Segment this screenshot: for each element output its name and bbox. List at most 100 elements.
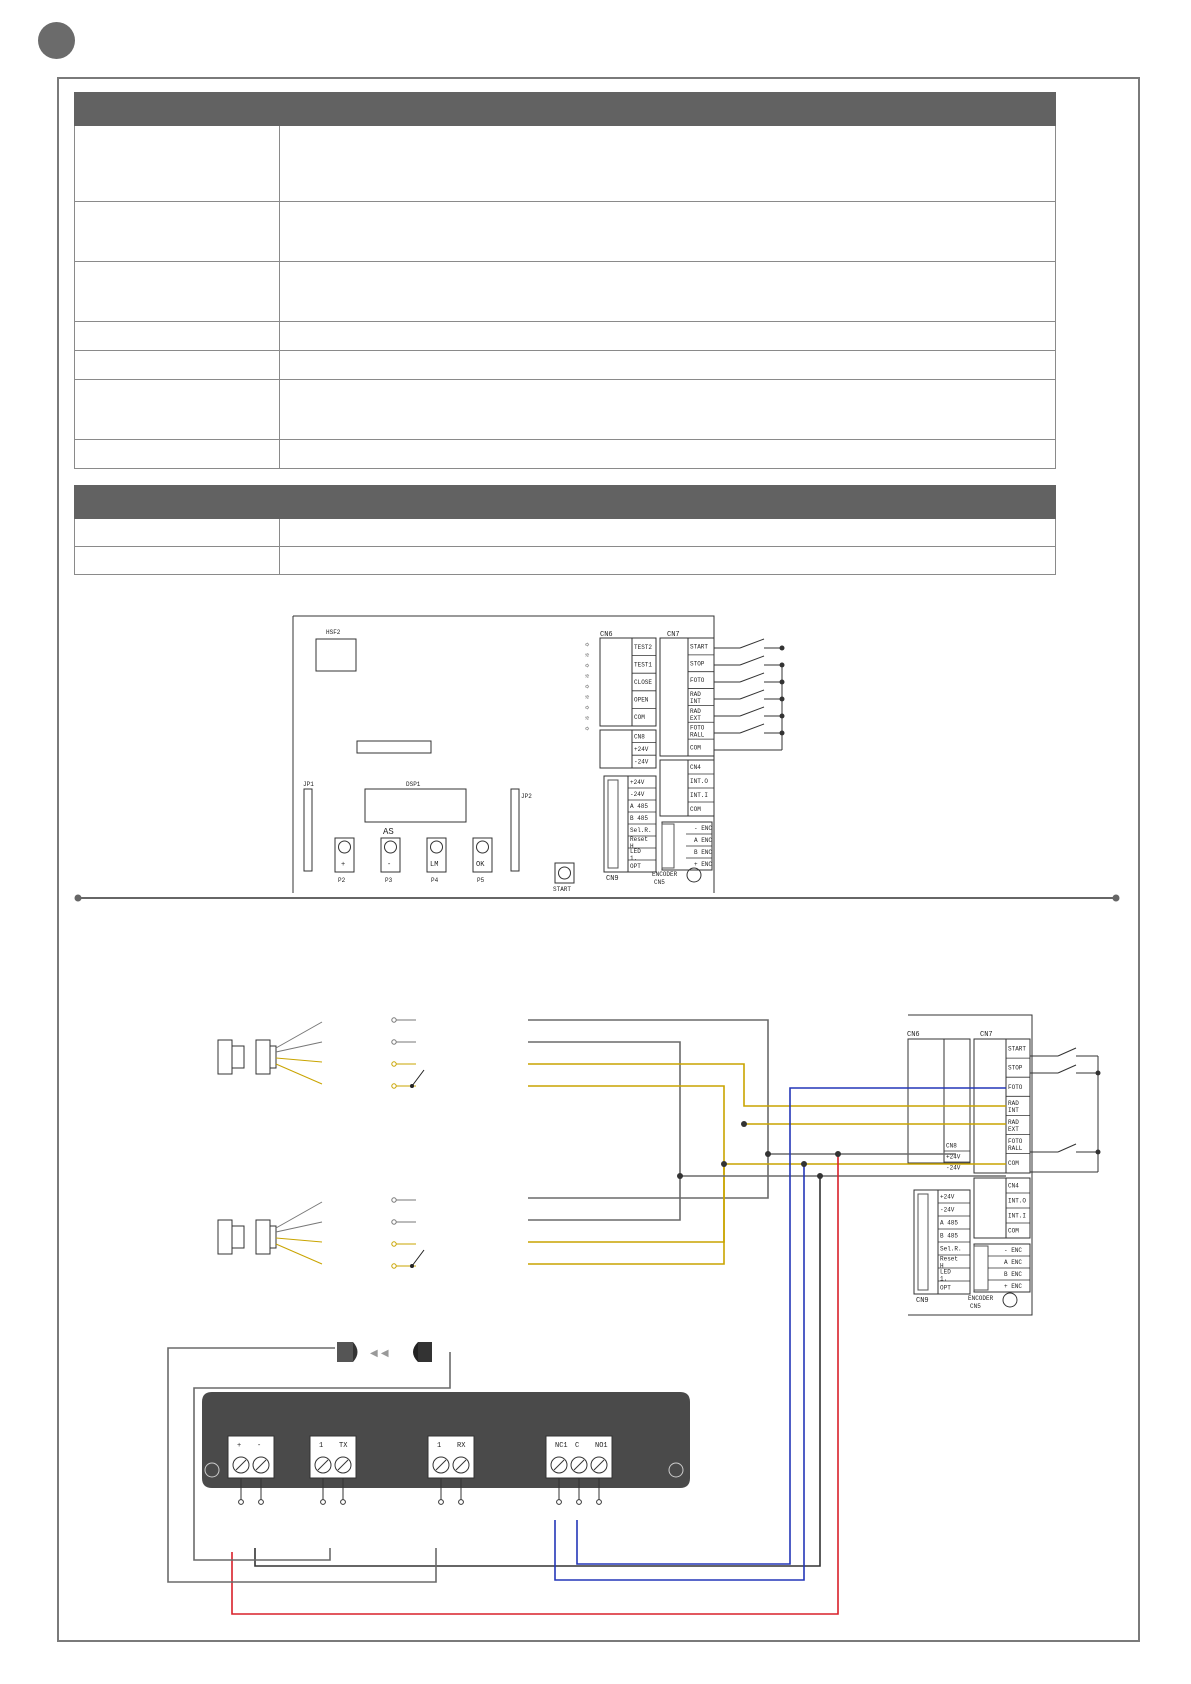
terminal-label: +24V xyxy=(634,746,649,753)
encoder-label-right: ENCODER xyxy=(968,1295,994,1302)
terminal-label: INT.O xyxy=(1008,1198,1026,1205)
wire xyxy=(528,1019,769,1199)
terminal-label: COM xyxy=(1008,1160,1019,1167)
led-icon: ☼ xyxy=(585,652,590,660)
transmitter-icon xyxy=(413,1342,432,1362)
page-number-badge xyxy=(38,22,75,59)
terminal-label-sub: INT xyxy=(690,698,701,705)
terminal-label: A ENC xyxy=(1004,1259,1022,1266)
cn8-block xyxy=(599,729,657,769)
terminal-label: A ENC xyxy=(694,837,712,844)
terminal-label: B 485 xyxy=(630,815,648,822)
jp2-label: JP2 xyxy=(521,793,532,800)
table-cell xyxy=(279,546,1056,575)
table-cell xyxy=(279,261,1056,322)
table-cell xyxy=(74,439,280,469)
terminal-label: LED xyxy=(940,1269,951,1276)
svg-text:◀ ◀: ◀ ◀ xyxy=(370,1348,389,1359)
terminal-label: -24V xyxy=(946,1165,961,1172)
terminal-label: OPT xyxy=(630,863,641,870)
wire xyxy=(528,1063,1006,1107)
button-p3: AS - P3 xyxy=(380,827,401,884)
table-cell xyxy=(279,125,1056,202)
terminal-label: Reset xyxy=(630,836,648,843)
terminal-label: NC1 xyxy=(555,1442,568,1450)
screw-icon xyxy=(590,1456,608,1474)
wire xyxy=(528,1085,725,1243)
terminal-label: - ENC xyxy=(1004,1247,1022,1254)
jumper-jp1 xyxy=(303,788,313,872)
led-icon: ☼ xyxy=(585,704,590,712)
specification-table xyxy=(74,92,1056,469)
receiver-icon xyxy=(337,1342,358,1362)
svg-text:P4: P4 xyxy=(431,877,439,884)
terminal-label: + ENC xyxy=(694,861,712,868)
terminal-label: +24V xyxy=(946,1154,961,1161)
terminal-label-sub: RALL xyxy=(1008,1145,1023,1152)
terminal-label: INT.I xyxy=(690,792,708,799)
terminal-label: STOP xyxy=(690,660,705,667)
terminal-label: TX xyxy=(339,1442,348,1450)
terminal-label: CN8 xyxy=(634,733,645,740)
display-dsp1 xyxy=(364,788,467,823)
svg-text:LM: LM xyxy=(430,861,438,869)
screw-icon xyxy=(232,1456,250,1474)
terminal-label: -24V xyxy=(630,791,645,798)
photocell xyxy=(217,1017,425,1089)
terminal-label: NO1 xyxy=(595,1442,608,1450)
terminal-label: COM xyxy=(1008,1228,1019,1235)
screw-icon xyxy=(550,1456,568,1474)
terminal-label-sub: H xyxy=(630,843,634,850)
junction-dot xyxy=(779,645,785,651)
terminal-label: B ENC xyxy=(1004,1271,1022,1278)
junction-dot xyxy=(765,1151,771,1157)
terminal-label: Sel.R. xyxy=(630,827,652,834)
terminal-label: OPT xyxy=(940,1285,951,1292)
wire xyxy=(576,1087,1006,1565)
wiring xyxy=(167,1019,1006,1615)
table-cell xyxy=(279,518,1056,547)
button-p4: LM P4 xyxy=(426,837,447,884)
svg-text:-: - xyxy=(387,861,391,869)
wire xyxy=(167,1347,437,1583)
table-cell xyxy=(74,518,280,547)
led-icon: ☼ xyxy=(585,683,590,691)
svg-text:P3: P3 xyxy=(385,877,393,884)
screw-icon xyxy=(314,1456,332,1474)
screw-icon xyxy=(432,1456,450,1474)
terminal-label: LED xyxy=(630,848,641,855)
cn6-label-right: CN6 xyxy=(907,1031,920,1039)
led-icon: ☼ xyxy=(585,641,590,649)
table-cell xyxy=(74,379,280,440)
led-icon: ☼ xyxy=(585,694,590,702)
svg-text:START: START xyxy=(553,886,571,893)
cn6-block xyxy=(599,637,657,727)
terminal-label: CLOSE xyxy=(634,679,652,686)
terminal-label: CN8 xyxy=(946,1143,957,1150)
encoder-label: ENCODER xyxy=(652,871,678,878)
junction-dot xyxy=(1095,1070,1101,1076)
content-frame xyxy=(57,77,1140,1642)
terminal-label: START xyxy=(1008,1046,1026,1053)
terminal-label: B 485 xyxy=(940,1233,958,1240)
terminal-label: INT.O xyxy=(690,778,708,785)
terminal-label: START xyxy=(690,643,708,650)
svg-text:P2: P2 xyxy=(338,877,346,884)
led-icon: ☼ xyxy=(585,725,590,733)
wire xyxy=(528,1041,681,1221)
terminal-label-sub: RALL xyxy=(690,732,705,739)
cn9-label: CN9 xyxy=(606,875,619,883)
terminal-label: - ENC xyxy=(694,825,712,832)
terminal-label: RAD xyxy=(690,691,701,698)
table-cell xyxy=(279,350,1056,380)
terminal-label: RAD xyxy=(1008,1100,1019,1107)
strip-connector xyxy=(356,740,432,754)
junction-dot xyxy=(721,1161,727,1167)
terminal-label: A 485 xyxy=(940,1220,958,1227)
terminal-label: 1 xyxy=(319,1442,323,1450)
control-board-right: CN6 CN7 STARTSTOPFOTORADINTRADEXTFOTORAL… xyxy=(907,1014,1101,1316)
terminal-label-sub: INT xyxy=(1008,1107,1019,1114)
terminal-label: COM xyxy=(634,714,645,721)
jp1-label: JP1 xyxy=(303,781,314,788)
